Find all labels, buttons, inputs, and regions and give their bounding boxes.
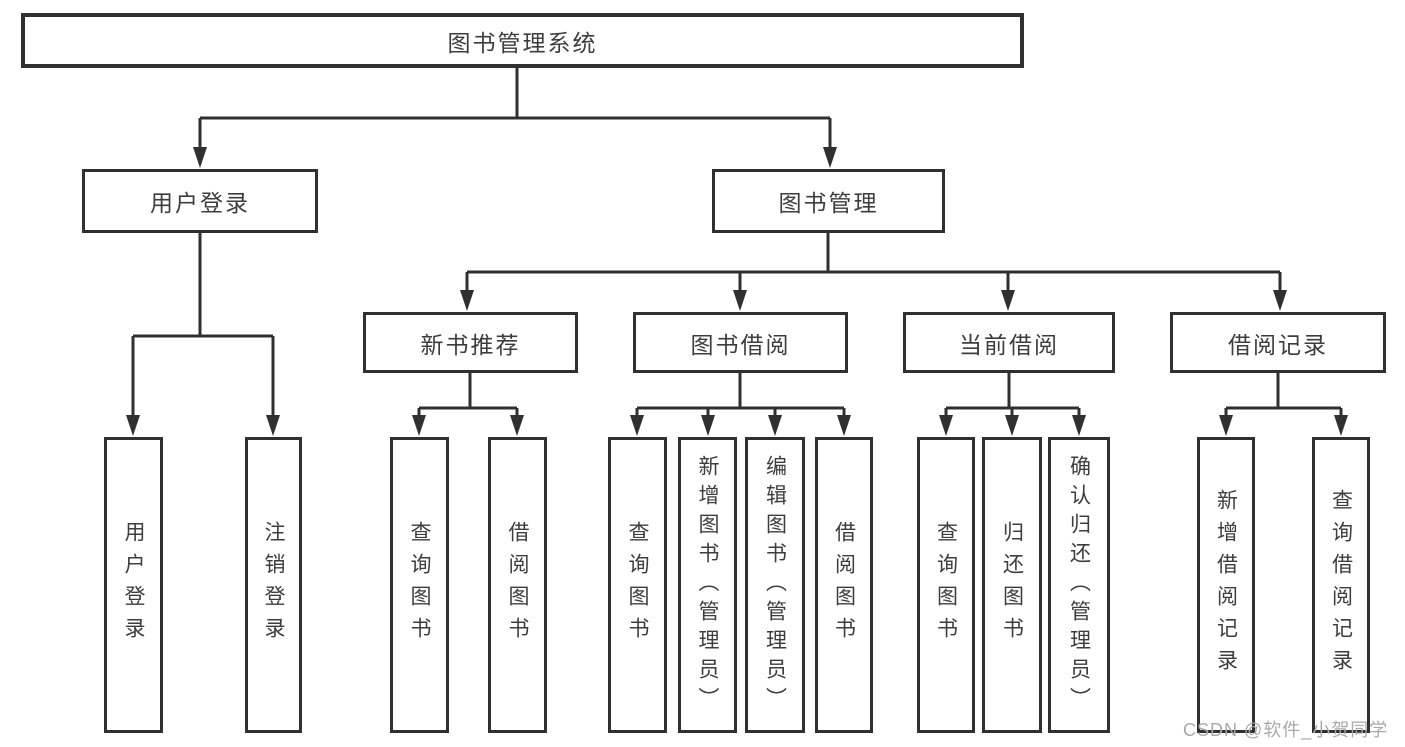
node-label: 用户登录: [150, 190, 250, 216]
leaf-add-books-admin: 新增图书（管理员）: [678, 437, 737, 733]
node-label: 当前借阅: [959, 331, 1059, 358]
node-label: 借阅记录: [1228, 331, 1328, 358]
node-label: 查询借阅记录: [1329, 489, 1353, 681]
node-label: 注销登录: [262, 521, 285, 649]
leaf-query-books-recommend: 查询图书: [390, 437, 449, 733]
leaf-add-borrow-record: 新增借阅记录: [1197, 437, 1255, 733]
csdn-watermark: CSDN @软件_小贺同学: [1183, 720, 1389, 740]
node-label: 查询图书: [626, 521, 649, 649]
node-label: 新增借阅记录: [1214, 489, 1238, 681]
node-label: 查询图书: [934, 521, 958, 649]
leaf-logout: 注销登录: [245, 437, 302, 733]
node-label: 借阅图书: [832, 521, 856, 649]
node-label: 图书管理系统: [447, 29, 598, 56]
node-book-borrowing: 图书借阅: [633, 312, 848, 373]
node-label: 新书推荐: [420, 331, 521, 358]
node-label: 编辑图书（管理员）: [763, 454, 787, 716]
leaf-borrow-books-borrowing: 借阅图书: [815, 437, 873, 733]
node-book-management-branch: 图书管理: [712, 169, 945, 233]
leaf-confirm-return-admin: 确认归还（管理员）: [1048, 437, 1110, 733]
node-label: 确认归还（管理员）: [1067, 454, 1091, 716]
node-label: 查询图书: [408, 521, 431, 649]
leaf-edit-books-admin: 编辑图书（管理员）: [745, 437, 805, 733]
node-label: 新增图书（管理员）: [696, 454, 719, 716]
node-new-book-recommendation: 新书推荐: [363, 312, 578, 373]
node-current-borrowing: 当前借阅: [903, 312, 1115, 373]
leaf-borrow-books-recommend: 借阅图书: [488, 437, 547, 733]
node-label: 归还图书: [1000, 521, 1024, 649]
node-borrowing-records: 借阅记录: [1170, 312, 1386, 373]
node-label: 借阅图书: [506, 521, 529, 649]
leaf-query-books-current: 查询图书: [917, 437, 975, 733]
leaf-query-books-borrowing: 查询图书: [608, 437, 667, 733]
leaf-return-books: 归还图书: [982, 437, 1042, 733]
leaf-user-login: 用户登录: [104, 437, 163, 733]
leaf-query-borrow-record: 查询借阅记录: [1312, 437, 1370, 733]
node-user-login-branch: 用户登录: [82, 169, 318, 233]
node-label: 图书管理: [778, 190, 879, 216]
node-label: 用户登录: [122, 521, 145, 649]
node-label: 图书借阅: [690, 331, 791, 358]
node-library-management-system: 图书管理系统: [21, 13, 1024, 68]
